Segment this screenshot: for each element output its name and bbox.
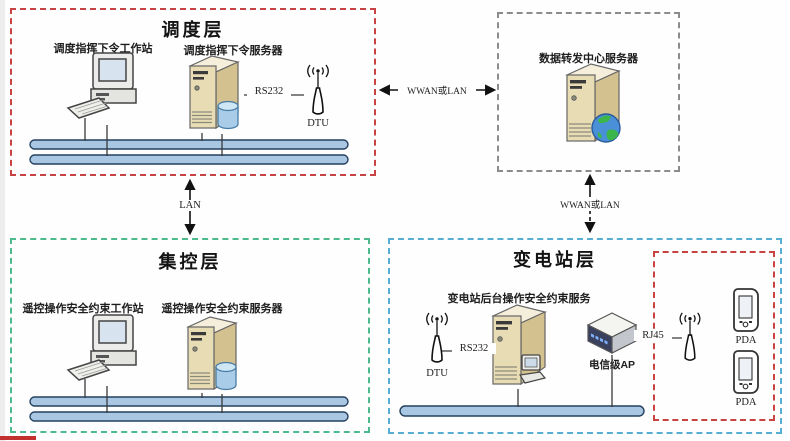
control-layer-title: 集控层 bbox=[158, 252, 222, 272]
ap-icon bbox=[586, 310, 638, 356]
database-icon bbox=[215, 361, 237, 391]
wifi-antenna-icon bbox=[674, 310, 706, 364]
server-icon bbox=[180, 315, 242, 395]
wwan-lan-vertical-label: WWAN或LAN bbox=[551, 197, 629, 211]
control-workstation-label: 遥控操作安全约束工作站 bbox=[22, 303, 144, 315]
workstation-icon bbox=[66, 312, 146, 386]
globe-icon bbox=[591, 113, 621, 143]
forward-server-label: 数据转发中心服务器 bbox=[539, 53, 638, 65]
forward-server-icon bbox=[558, 62, 626, 148]
bottom-red-line bbox=[0, 436, 36, 440]
dispatch-layer-title: 调度层 bbox=[161, 20, 225, 40]
dispatch-workstation-label: 调度指挥下令工作站 bbox=[53, 43, 153, 55]
lan-label: LAN bbox=[172, 200, 208, 211]
rj45-label: RJ45 bbox=[634, 330, 672, 341]
mini-pc-icon bbox=[519, 354, 547, 384]
pda-label: PDA bbox=[735, 335, 757, 346]
forward-center-box: 数据转发中心服务器 bbox=[497, 12, 680, 172]
drop-lines bbox=[84, 118, 613, 413]
database-icon bbox=[217, 100, 239, 130]
rs232-label: RS232 bbox=[247, 86, 291, 97]
substation-server-icon bbox=[484, 303, 552, 391]
substation-layer-box bbox=[388, 238, 782, 434]
dispatch-server-label: 调度指挥下令服务器 bbox=[183, 45, 283, 57]
workstation-icon bbox=[66, 50, 146, 124]
pda-icon bbox=[729, 287, 763, 333]
dtu-antenna-icon bbox=[302, 62, 334, 118]
dtu-antenna-icon bbox=[421, 310, 453, 366]
pda-icon bbox=[729, 349, 763, 395]
control-layer-box: 集控层 bbox=[10, 238, 370, 433]
dispatch-layer-box: 调度层 bbox=[10, 8, 376, 176]
wwan-lan-horizontal-label: WWAN或LAN bbox=[398, 83, 476, 97]
substation-layer-title: 变电站层 bbox=[513, 250, 597, 270]
dtu-label: DTU bbox=[426, 368, 448, 379]
bus-bars bbox=[29, 139, 645, 422]
dtu-label: DTU bbox=[307, 118, 329, 129]
pda-label: PDA bbox=[735, 397, 757, 408]
substation-server-label: 变电站后台操作安全约束服务 bbox=[447, 293, 591, 305]
rs232-label: RS232 bbox=[452, 343, 496, 354]
left-edge-strip bbox=[0, 0, 5, 441]
control-server-label: 遥控操作安全约束服务器 bbox=[161, 303, 283, 315]
server-icon bbox=[182, 54, 244, 134]
